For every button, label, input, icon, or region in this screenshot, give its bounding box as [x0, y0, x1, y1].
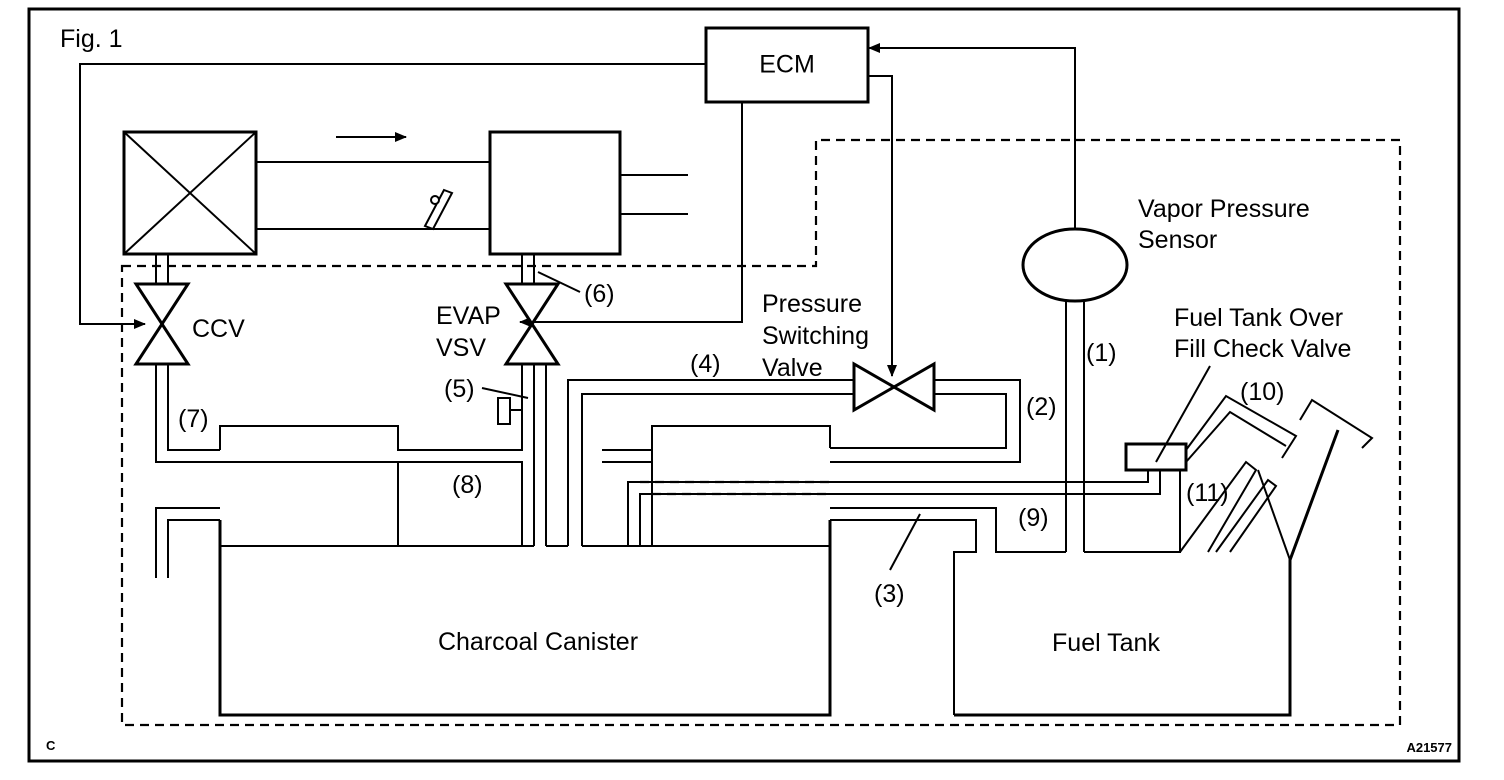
callout-11: (11)	[1186, 479, 1229, 507]
callout-5: (5)	[444, 375, 475, 403]
air-cleaner	[122, 130, 258, 256]
sensor-label-line2: Sensor	[1138, 226, 1217, 254]
evap-system-boundary	[120, 138, 1402, 727]
callout-3: (3)	[874, 580, 905, 608]
evap-vsv-valve	[503, 254, 561, 366]
vent-pipe-left	[155, 507, 220, 578]
service-port	[497, 397, 511, 425]
ecm-to-evap-vsv-wire	[519, 102, 743, 327]
canister-upper-compartment	[219, 364, 523, 451]
figure-frame	[27, 7, 1461, 763]
figure-title: Fig. 1	[60, 25, 123, 53]
filler-neck	[1299, 398, 1374, 449]
filler-pipe-11	[1179, 460, 1258, 553]
vapor-pressure-sensor	[1021, 227, 1129, 303]
hose-2-inner	[830, 393, 1007, 449]
throttle-valve	[423, 188, 454, 231]
figure-code: A21577	[1406, 740, 1452, 755]
fill-check-valve	[1124, 442, 1188, 472]
psv-label-line1: Pressure	[762, 290, 862, 318]
callout-7: (7)	[178, 405, 209, 433]
hose-3-upper	[830, 507, 1066, 553]
hose-4-outer	[567, 379, 854, 546]
psv-label-line3: Valve	[762, 354, 823, 382]
filler-pipe-10-inner	[1185, 410, 1287, 463]
evap-label-line1: EVAP	[436, 302, 501, 330]
fuel-tank-label: Fuel Tank	[1052, 629, 1160, 657]
filler-neck-side	[1257, 469, 1291, 561]
hose-9-inner	[639, 470, 1161, 546]
evap-label-line2: VSV	[436, 334, 486, 362]
hose-4-inner	[581, 393, 854, 546]
psv-label-line2: Switching	[762, 322, 869, 350]
filler-pipe-11-inner	[1215, 478, 1278, 553]
ecm-to-psv-wire	[868, 75, 897, 377]
callout-6: (6)	[584, 280, 615, 308]
check-valve-label-line2: Fill Check Valve	[1174, 335, 1351, 363]
sensor-label-line1: Vapor Pressure	[1138, 195, 1310, 223]
vent-pipe-right	[167, 519, 220, 578]
pressure-switching-valve	[852, 361, 936, 413]
hose-2-outer	[830, 379, 1021, 463]
charcoal-canister-body	[218, 520, 832, 717]
callout-10: (10)	[1240, 378, 1284, 406]
callout-3-leader	[889, 513, 921, 571]
ccv-label: CCV	[192, 315, 245, 343]
ecm-to-ccv-wire	[79, 63, 706, 329]
callout-2: (2)	[1026, 393, 1057, 421]
intake-manifold	[488, 130, 622, 256]
callout-4: (4)	[690, 350, 721, 378]
hose-9-outer	[627, 470, 1149, 546]
ccv-valve	[133, 254, 191, 366]
callout-6-leader	[537, 271, 581, 293]
ccv-hose-outer	[155, 364, 220, 463]
check-valve-label-line1: Fuel Tank Over	[1174, 304, 1343, 332]
fuel-tank-body	[954, 429, 1340, 717]
callout-5-leader	[481, 387, 529, 399]
canister-label: Charcoal Canister	[438, 628, 638, 656]
filler-pipe-10-outer	[1185, 394, 1298, 459]
corner-letter: C	[46, 738, 56, 753]
canister-inner-chamber	[651, 425, 831, 546]
callout-9: (9)	[1018, 504, 1049, 532]
sensor-to-ecm-wire	[868, 43, 1076, 228]
hose-3-lower	[830, 519, 977, 715]
callout-8: (8)	[452, 471, 483, 499]
ecm-label: ECM	[759, 51, 815, 79]
callout-1: (1)	[1086, 339, 1117, 367]
ccv-hose-inner	[167, 364, 220, 451]
fill-check-valve-leader	[1155, 365, 1211, 463]
